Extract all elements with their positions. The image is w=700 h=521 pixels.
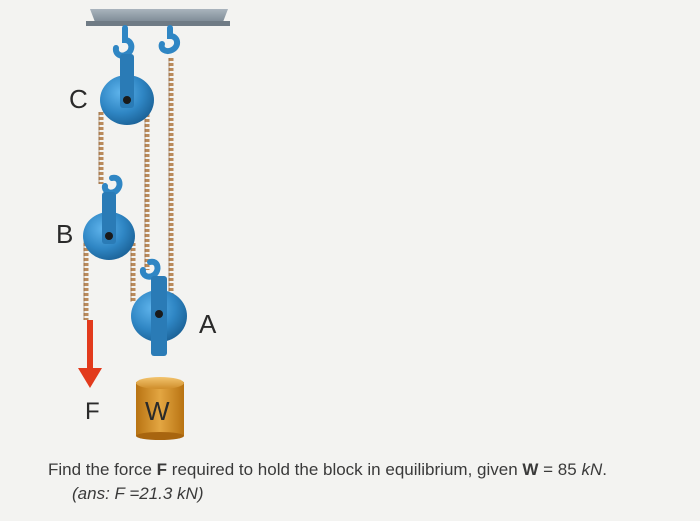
pulley-a [131,276,187,356]
pulley-b-label: B [56,219,73,249]
problem-statement: Find the force F required to hold the bl… [48,458,688,506]
rope-segments [83,58,174,320]
hook-a [139,258,161,280]
hook-c [112,25,135,59]
pulley-a-label: A [199,309,217,339]
hook-b [101,174,123,196]
question-text: Find the force F required to hold the bl… [48,460,607,479]
hook-ceiling [158,25,180,55]
weight-block [136,377,184,440]
answer-text: (ans: F =21.3 kN) [72,484,204,503]
force-label: F [85,398,100,425]
ceiling-support [86,9,230,26]
block-label: W [145,396,170,426]
force-arrow [78,320,102,388]
pulley-c [100,54,154,125]
pulley-c-label: C [69,84,88,114]
pulley-b [83,192,135,260]
